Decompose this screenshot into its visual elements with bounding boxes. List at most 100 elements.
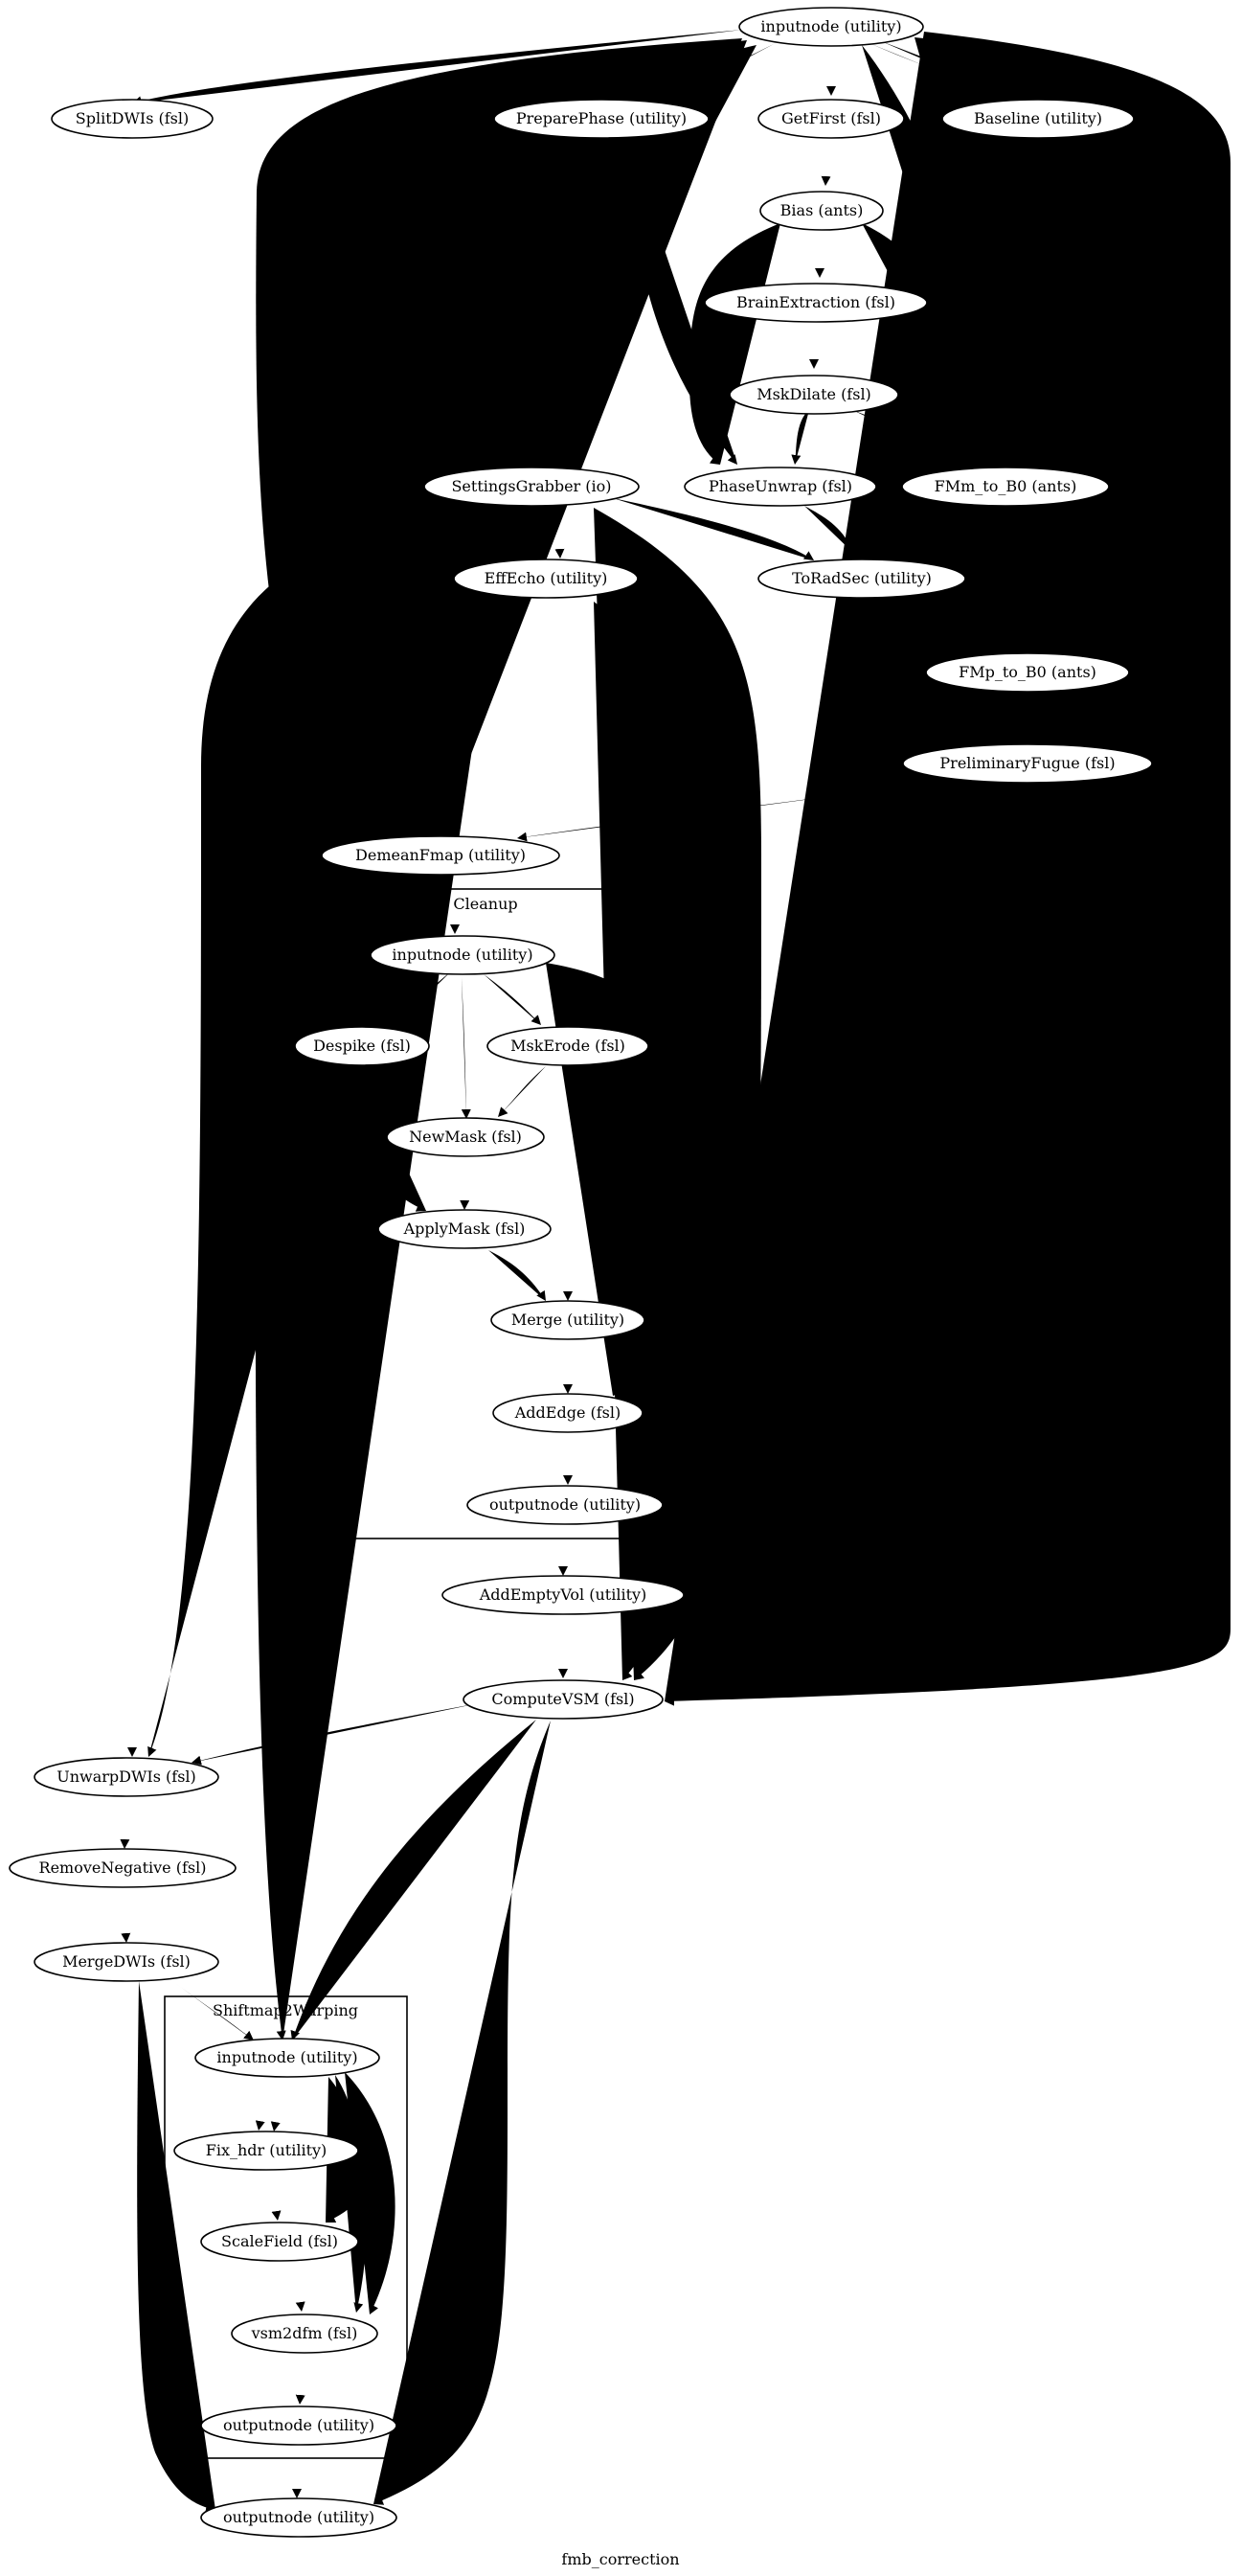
node-cleanup-outputnode[interactable]: outputnode (utility) (466, 1485, 664, 1525)
node-newmask[interactable]: NewMask (fsl) (386, 1117, 545, 1157)
edge-preparephase-phaseunwrap (627, 140, 737, 465)
node-label: FMm_to_B0 (ants) (935, 477, 1077, 495)
node-addedge[interactable]: AddEdge (fsl) (492, 1393, 644, 1433)
node-fmm_to_b0[interactable]: FMm_to_B0 (ants) (901, 467, 1110, 507)
node-vsm2dfm[interactable]: vsm2dfm (fsl) (231, 2314, 378, 2354)
edge-bias-fmm_to_b0 (862, 223, 996, 465)
node-despike[interactable]: Despike (fsl) (294, 1026, 430, 1066)
edge-mskdilate-phaseunwrap (791, 410, 809, 465)
edge-cl_inputnode-despike-2 (395, 972, 450, 1027)
edge-unwarpdwis-removenegative (120, 1797, 130, 1849)
edge-fmm_to_b0-fmp_to_b0-2 (1015, 508, 1031, 651)
node-label: AddEdge (fsl) (514, 1403, 621, 1422)
node-shiftmap-inputnode[interactable]: inputnode (utility) (194, 2038, 380, 2078)
node-label: NewMask (fsl) (409, 1128, 522, 1146)
node-label: RemoveNegative (fsl) (39, 1858, 207, 1877)
node-label: inputnode (utility) (760, 17, 901, 35)
edge-fmm_to_b0-fmp_to_b0-1 (1003, 508, 1018, 651)
node-preparephase[interactable]: PreparePhase (utility) (493, 99, 710, 139)
node-shiftmap-outputnode[interactable]: outputnode (utility) (200, 2405, 397, 2446)
node-label: inputnode (utility) (392, 946, 532, 964)
node-unwarpdwis[interactable]: UnwarpDWIs (fsl) (34, 1757, 219, 1797)
node-label: vsm2dfm (fsl) (251, 2324, 358, 2342)
node-label: DemeanFmap (utility) (355, 846, 526, 864)
edge-sm_inputnode-fix_hdr-1 (255, 2077, 268, 2131)
node-label: MskErode (fsl) (510, 1037, 625, 1055)
cluster-label-cleanup: Cleanup (453, 895, 517, 913)
node-label: ScaleField (fsl) (221, 2232, 338, 2250)
node-label: MergeDWIs (fsl) (62, 1952, 191, 1971)
edge-newmask-applymask (460, 1158, 470, 1210)
edge-cl_inputnode-despike-1 (381, 970, 440, 1025)
node-label: GetFirst (fsl) (781, 109, 881, 127)
edge-settingsgrabber-toradsec (613, 498, 814, 560)
node-label: Merge (utility) (511, 1311, 624, 1329)
node-scalefield[interactable]: ScaleField (fsl) (200, 2222, 359, 2262)
node-mskdilate[interactable]: MskDilate (fsl) (729, 375, 899, 415)
node-bias[interactable]: Bias (ants) (759, 191, 884, 231)
edge-mskerode-newmask (498, 1066, 546, 1117)
node-outputnode[interactable]: outputnode (utility) (200, 2497, 397, 2538)
node-preliminaryfugue[interactable]: PreliminaryFugue (fsl) (902, 743, 1153, 784)
node-inputnode[interactable]: inputnode (utility) (738, 7, 924, 47)
node-effecho[interactable]: EffEcho (utility) (453, 559, 639, 599)
edge-sm_inputnode-vsm2dfm-2 (345, 2072, 395, 2314)
node-label: PreparePhase (utility) (516, 109, 687, 127)
edge-phaseunwrap-toradsec (804, 506, 855, 554)
node-label: BrainExtraction (fsl) (736, 293, 895, 311)
edge-inputnode-splitdwis (132, 30, 742, 106)
node-label: outputnode (utility) (489, 1495, 641, 1514)
node-brainextraction[interactable]: BrainExtraction (fsl) (704, 283, 928, 323)
node-label: AddEmptyVol (utility) (479, 1585, 647, 1604)
edge-mergedwis-outputnode (137, 1981, 215, 2513)
node-label: SplitDWIs (fsl) (76, 109, 190, 127)
graph-caption: fmb_correction (561, 2550, 679, 2568)
edge-toradsec-fmp_to_b0 (915, 594, 996, 651)
node-cleanup-inputnode[interactable]: inputnode (utility) (370, 935, 555, 975)
edge-cl_inputnode-newmask (461, 977, 471, 1119)
edge-scalefield-vsm2dfm (295, 2261, 305, 2312)
edges (120, 30, 1231, 2513)
node-settingsgrabber[interactable]: SettingsGrabber (io) (423, 467, 640, 507)
edge-baseline-fmp_to_b0 (1039, 140, 1118, 651)
node-removenegative[interactable]: RemoveNegative (fsl) (9, 1848, 237, 1888)
edge-applymask-merge (488, 1250, 546, 1301)
edge-vsm2dfm-sm_outputnode (295, 2353, 305, 2405)
node-applymask[interactable]: ApplyMask (fsl) (377, 1209, 552, 1249)
node-label: SettingsGrabber (io) (451, 477, 611, 495)
node-phaseunwrap[interactable]: PhaseUnwrap (fsl) (684, 467, 877, 507)
node-label: Fix_hdr (utility) (206, 2141, 327, 2159)
node-mergedwis[interactable]: MergeDWIs (fsl) (34, 1942, 219, 1982)
node-toradsec[interactable]: ToRadSec (utility) (757, 559, 966, 599)
node-label: FMp_to_B0 (ants) (959, 663, 1096, 681)
edge-mergedwis-sm_inputnode (172, 1981, 254, 2040)
edge-cl_inputnode-mskerode (484, 974, 541, 1025)
node-label: ApplyMask (fsl) (403, 1220, 526, 1238)
node-computevsm[interactable]: ComputeVSM (fsl) (463, 1679, 664, 1720)
node-label: outputnode (utility) (223, 2416, 374, 2434)
node-baseline[interactable]: Baseline (utility) (941, 99, 1135, 139)
edge-computevsm-outputnode (373, 1721, 551, 2505)
node-merge[interactable]: Merge (utility) (490, 1300, 645, 1340)
node-addemptyvol[interactable]: AddEmptyVol (utility) (441, 1575, 685, 1615)
node-fmp_to_b0[interactable]: FMp_to_B0 (ants) (925, 652, 1130, 693)
edge-removenegative-mergedwis (121, 1887, 131, 1943)
node-demeanfmap[interactable]: DemeanFmap (utility) (321, 835, 560, 876)
node-label: ToRadSec (utility) (792, 569, 932, 587)
node-fix_hdr[interactable]: Fix_hdr (utility) (173, 2131, 359, 2171)
node-label: Baseline (utility) (974, 109, 1102, 127)
nodes: inputnode (utility) SplitDWIs (fsl) Prep… (9, 7, 1153, 2538)
node-label: UnwarpDWIs (fsl) (56, 1767, 196, 1786)
node-label: outputnode (utility) (223, 2508, 374, 2526)
node-label: Despike (fsl) (313, 1037, 411, 1055)
edge-fix_hdr-scalefield (270, 2170, 282, 2221)
node-label: MskDilate (fsl) (756, 385, 871, 403)
edge-getfirst-bias (821, 136, 831, 186)
edge-baseline-fmm_to_b0 (1003, 140, 1020, 465)
edge-computevsm-unwarpdwis (192, 1703, 479, 1766)
node-getfirst[interactable]: GetFirst (fsl) (757, 99, 905, 139)
node-splitdwis[interactable]: SplitDWIs (fsl) (51, 99, 214, 139)
node-mskerode[interactable]: MskErode (fsl) (486, 1026, 649, 1066)
node-label: PreliminaryFugue (fsl) (939, 754, 1115, 772)
